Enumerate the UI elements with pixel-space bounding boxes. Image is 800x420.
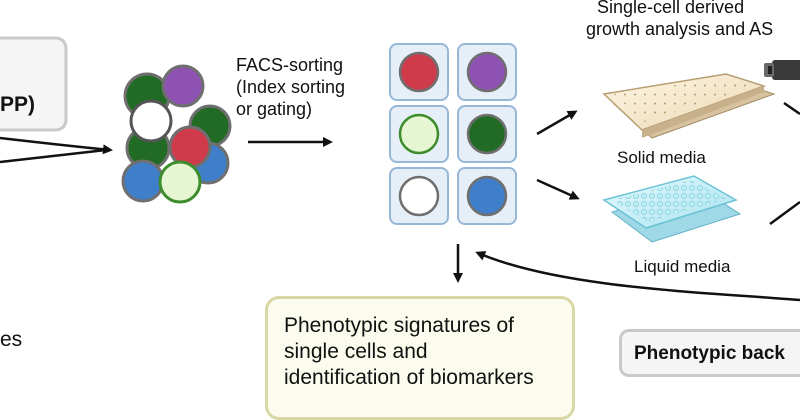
- well-cell-red: [398, 51, 440, 93]
- signatures-line1: Phenotypic signatures of: [284, 314, 514, 337]
- well-cell-light-green: [398, 113, 440, 155]
- cell-blue-left: [121, 159, 165, 203]
- arrow-to-solid-media: [536, 110, 578, 136]
- cell-white: [129, 99, 173, 143]
- arrow-to-liquid-media: [536, 178, 580, 200]
- edge-arrow-middle: [769, 200, 800, 226]
- growth-header-line2: growth analysis and AS: [586, 19, 774, 39]
- left-bottom-text: es: [0, 328, 23, 351]
- liquid-media-plate: [602, 175, 742, 243]
- solid-media-plate: [602, 73, 776, 139]
- well-cell-white: [398, 175, 440, 217]
- facs-label-line3: or gating): [236, 99, 313, 119]
- signatures-line2: single cells and: [284, 340, 428, 363]
- phenotypic-signatures-box: Phenotypic signatures of single cells an…: [265, 296, 575, 420]
- liquid-media-label: Liquid media: [634, 257, 731, 276]
- well-cell-green: [466, 113, 508, 155]
- left-partial-box: [0, 36, 68, 132]
- solid-media-label: Solid media: [617, 148, 706, 167]
- edge-arrow-top: [783, 101, 800, 116]
- signatures-line3: identification of biomarkers: [284, 366, 534, 389]
- cell-light-green: [158, 160, 202, 204]
- facs-label-line2: (Index sorting: [236, 77, 346, 97]
- growth-header-line1: Single-cell derived: [597, 0, 745, 17]
- left-box-text: PP): [0, 93, 36, 116]
- sorted-wells: [389, 43, 517, 225]
- cell-purple: [161, 64, 205, 108]
- feedback-curved-arrow: [475, 251, 800, 302]
- well-cell-purple: [466, 51, 508, 93]
- cell-cluster: [121, 64, 232, 204]
- camera-icon: [764, 60, 800, 80]
- well-cell-blue: [466, 175, 508, 217]
- phenotypic-back-box: Phenotypic back: [619, 329, 800, 377]
- converging-arrows: [0, 136, 113, 164]
- phenotypic-back-text: Phenotypic back: [634, 343, 785, 364]
- facs-label-line1: FACS-sorting: [236, 55, 344, 75]
